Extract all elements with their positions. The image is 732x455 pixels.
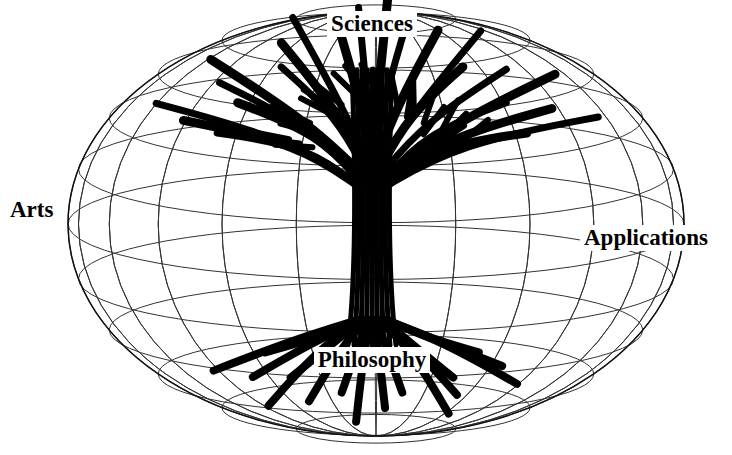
tree-twig	[249, 131, 289, 139]
tree-branch	[382, 117, 599, 189]
meridian-line	[78, 12, 673, 436]
tree-branch	[382, 133, 527, 190]
tree-figure	[156, 0, 598, 422]
trunk-strand	[348, 70, 355, 345]
globe-outline	[68, 12, 684, 436]
meridian-line	[109, 12, 642, 436]
meridian-line	[158, 12, 594, 436]
tree-twig	[373, 70, 385, 99]
tree-twig	[312, 81, 342, 104]
meridian-line	[222, 12, 530, 436]
meridian-line	[68, 12, 684, 436]
region-label: Arts	[6, 197, 57, 222]
meridian-line	[222, 12, 530, 436]
region-label: Sciences	[327, 11, 417, 36]
wireframe-globe	[68, 5, 684, 443]
parallel-line	[296, 414, 455, 443]
tree-twig	[424, 107, 444, 134]
tree-twig	[391, 75, 397, 105]
tree-twig	[272, 107, 310, 123]
region-label: Applications	[580, 225, 712, 250]
tree-branch	[281, 43, 367, 169]
parallel-line	[158, 335, 594, 413]
meridian-line	[109, 12, 642, 436]
tree-twig	[407, 87, 412, 117]
region-label: Philosophy	[314, 347, 431, 372]
tree-twig	[432, 126, 465, 148]
meridian-line	[158, 12, 594, 436]
meridian-line	[78, 12, 673, 436]
